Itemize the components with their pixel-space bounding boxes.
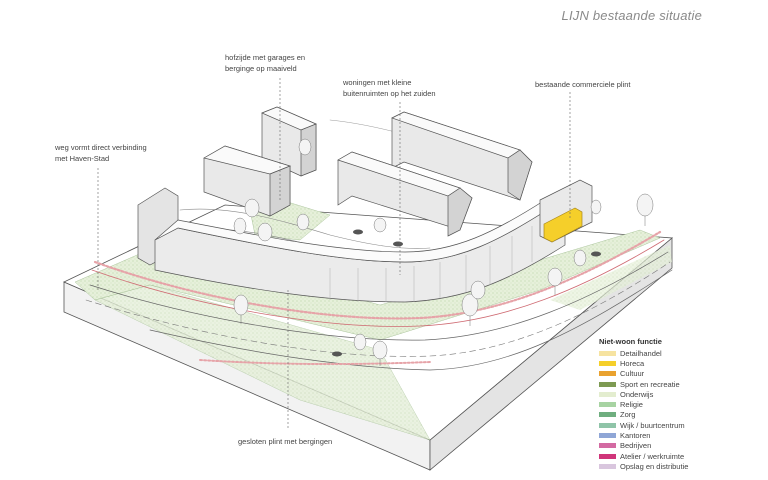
- legend-swatch: [599, 402, 616, 408]
- legend-swatch: [599, 463, 616, 469]
- legend-swatch: [599, 350, 616, 356]
- facade-lines: [329, 226, 533, 302]
- legend-label: Bedrijven: [620, 441, 652, 451]
- buildings: [137, 106, 593, 303]
- legend-swatch: [599, 412, 616, 418]
- legend-item: Cultuur: [599, 369, 688, 379]
- legend-swatch: [599, 422, 616, 428]
- legend-item: Kantoren: [599, 430, 688, 440]
- legend-swatch: [599, 371, 616, 377]
- legend-swatch: [599, 381, 616, 387]
- legend-swatch: [599, 391, 616, 397]
- annotation-weg: weg vormt direct verbinding met Haven-St…: [55, 143, 147, 163]
- legend-label: Cultuur: [620, 369, 645, 379]
- legend-label: Opslag en distributie: [620, 461, 689, 471]
- legend-swatch: [599, 433, 616, 439]
- legend-item: Bedrijven: [599, 441, 688, 451]
- legend-item: Atelier / werkruimte: [599, 451, 688, 461]
- legend-label: Kantoren: [620, 431, 651, 441]
- page-title: LIJN bestaande situatie: [561, 8, 702, 23]
- legend-label: Sport en recreatie: [620, 379, 680, 389]
- legend-swatch: [599, 453, 616, 459]
- legend-item: Religie: [599, 399, 688, 409]
- legend-label: Onderwijs: [620, 389, 654, 399]
- legend-item: Horeca: [599, 358, 688, 368]
- annotation-plint: gesloten plint met bergingen: [238, 437, 333, 446]
- legend-label: Religie: [620, 400, 643, 410]
- annotation-commercieel: bestaande commerciele plint: [535, 80, 631, 89]
- annotation-woningen: woningen met kleine buitenruimten op het…: [343, 78, 436, 98]
- cars: [332, 229, 601, 357]
- leader-lines: [97, 78, 571, 430]
- legend-item: Zorg: [599, 410, 688, 420]
- legend-item: Sport en recreatie: [599, 379, 688, 389]
- trees: [233, 138, 654, 366]
- legend-item: Wijk / buurtcentrum: [599, 420, 688, 430]
- legend-label: Detailhandel: [620, 348, 662, 358]
- annotation-hofzijde: hofzijde met garages en berginge op maai…: [225, 53, 306, 73]
- legend-label: Wijk / buurtcentrum: [620, 420, 685, 430]
- legend-label: Horeca: [620, 358, 645, 368]
- legend-item: Onderwijs: [599, 389, 688, 399]
- legend-title: Niet-woon functie: [599, 337, 662, 346]
- legend-swatch: [599, 360, 616, 366]
- legend-swatch: [599, 443, 616, 449]
- legend-label: Zorg: [620, 410, 636, 420]
- legend-item: Detailhandel: [599, 348, 688, 358]
- legend-label: Atelier / werkruimte: [620, 451, 685, 461]
- legend-item: Opslag en distributie: [599, 461, 688, 471]
